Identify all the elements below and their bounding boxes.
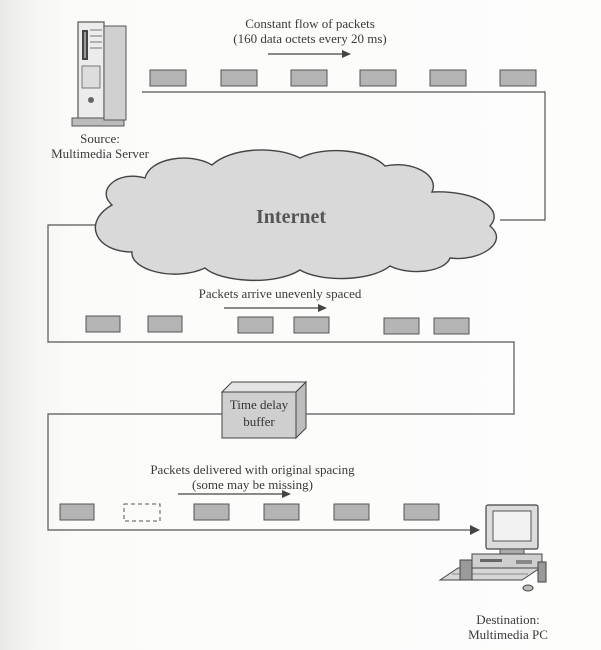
packet bbox=[263, 503, 300, 521]
constant-flow-label-line1: Constant flow of packets bbox=[245, 16, 375, 31]
direction-arrow bbox=[178, 490, 291, 498]
missing-packet bbox=[123, 503, 161, 522]
packet bbox=[433, 317, 470, 335]
packet bbox=[293, 316, 330, 334]
packet bbox=[193, 503, 230, 521]
packet-row-uneven bbox=[85, 315, 470, 335]
cloud-icon bbox=[94, 149, 498, 282]
packet bbox=[499, 69, 537, 87]
packet bbox=[237, 316, 274, 334]
time-delay-buffer-box bbox=[220, 380, 308, 440]
direction-arrow bbox=[268, 50, 351, 58]
flow-path bbox=[47, 91, 546, 531]
buffer-label: Time delay buffer bbox=[222, 396, 296, 430]
constant-flow-label: Constant flow of packets (160 data octet… bbox=[195, 16, 425, 46]
destination-caption-line2: Multimedia PC bbox=[468, 627, 548, 642]
packet bbox=[147, 315, 183, 333]
server-tower-icon bbox=[71, 21, 127, 127]
packet-row-constant bbox=[149, 69, 537, 87]
packet bbox=[429, 69, 467, 87]
destination-caption: Destination: Multimedia PC bbox=[452, 612, 564, 642]
constant-flow-label-line2: (160 data octets every 20 ms) bbox=[233, 31, 387, 46]
uneven-arrival-label: Packets arrive unevenly spaced bbox=[198, 286, 362, 301]
buffer-label-line2: buffer bbox=[243, 414, 275, 429]
desktop-computer-icon bbox=[438, 504, 547, 592]
packet bbox=[220, 69, 258, 87]
packet bbox=[290, 69, 328, 87]
restored-spacing-label-line1: Packets delivered with original spacing bbox=[150, 462, 355, 477]
internet-label: Internet bbox=[256, 206, 326, 228]
buffer-label-line1: Time delay bbox=[229, 397, 289, 412]
packet bbox=[149, 69, 187, 87]
direction-arrow bbox=[224, 304, 327, 312]
restored-spacing-label-line2: (some may be missing) bbox=[192, 477, 313, 492]
packet bbox=[85, 315, 121, 333]
packet bbox=[403, 503, 440, 521]
source-caption-line1: Source: bbox=[80, 131, 120, 146]
packet bbox=[383, 317, 420, 335]
restored-spacing-label: Packets delivered with original spacing … bbox=[125, 462, 380, 492]
packet bbox=[59, 503, 95, 521]
packet-row-restored bbox=[59, 503, 440, 522]
flow-path-arrowhead bbox=[470, 525, 480, 535]
source-caption: Source: Multimedia Server bbox=[45, 131, 155, 161]
packet bbox=[359, 69, 397, 87]
destination-caption-line1: Destination: bbox=[476, 612, 540, 627]
source-caption-line2: Multimedia Server bbox=[51, 146, 149, 161]
packet bbox=[333, 503, 370, 521]
